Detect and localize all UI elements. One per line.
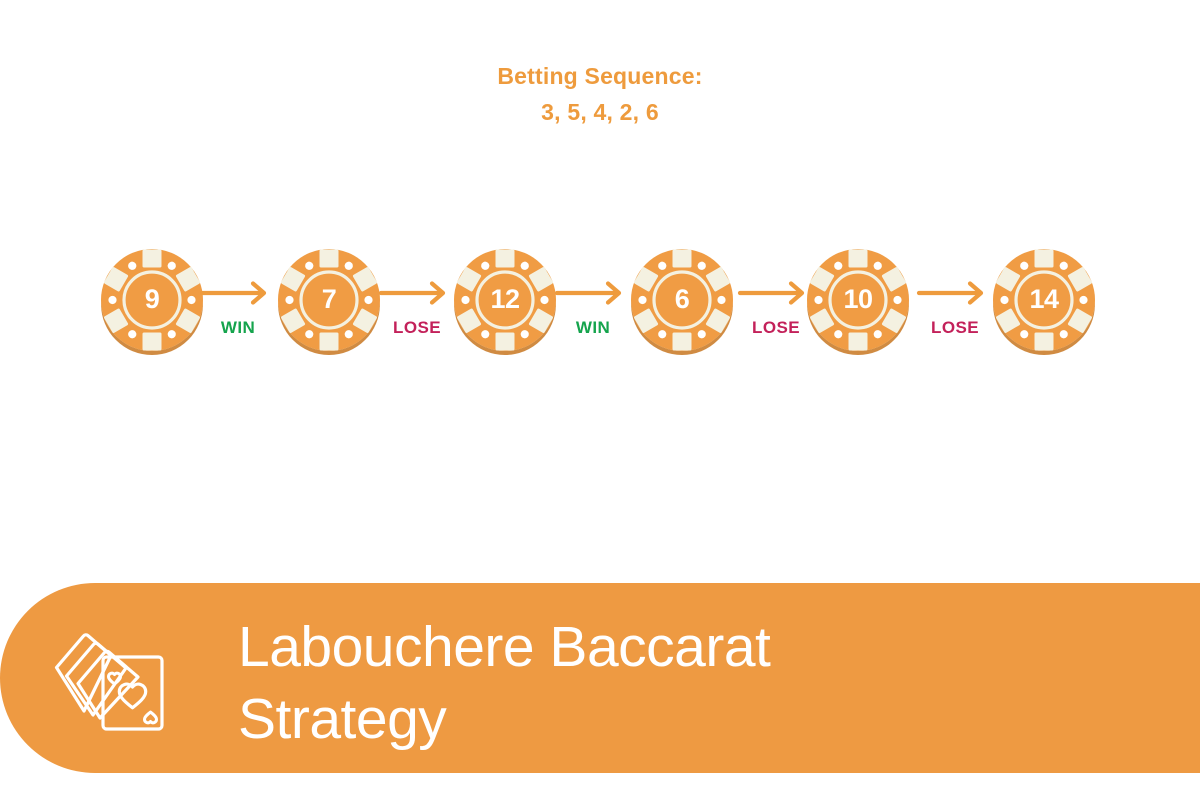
poker-chip: 7 [275,248,383,356]
sequence-step-win: WIN [553,280,633,338]
arrow-right-icon [378,281,446,305]
poker-chip-icon [454,249,556,355]
poker-chip-icon [631,249,733,355]
outcome-label: LOSE [931,318,979,337]
betting-sequence-label: Betting Sequence: [497,63,703,89]
betting-sequence-values: 3, 5, 4, 2, 6 [541,99,659,125]
betting-sequence-header: Betting Sequence: 3, 5, 4, 2, 6 [0,58,1200,130]
poker-chip-icon [278,249,380,355]
poker-chip: 10 [804,248,912,356]
arrow-right-icon [554,281,622,305]
poker-chip: 14 [990,248,1098,356]
outcome-label: WIN [575,318,611,337]
poker-chip-icon [807,249,909,355]
outcome-label: LOSE [393,318,441,337]
banner-page-title: Labouchere Baccarat Strategy [238,611,1138,755]
arrow-right-icon [199,281,267,305]
arrow-right-icon [737,281,805,305]
poker-chip-icon [993,249,1095,355]
outcome-label: WIN [220,318,256,337]
poker-chip: 6 [628,248,736,356]
banner-title-line-1: Labouchere Baccarat [238,615,771,679]
title-banner: Labouchere Baccarat Strategy [0,583,1200,773]
poker-chip-icon [101,249,203,355]
banner-title-line-2: Strategy [238,687,447,751]
arrow-right-icon [916,281,984,305]
playing-cards-ace-of-hearts-icon [48,619,172,743]
sequence-step-lose: LOSE [377,280,457,338]
poker-chip: 9 [98,248,206,356]
sequence-step-lose: LOSE [915,280,995,338]
sequence-step-win: WIN [198,280,278,338]
outcome-label: LOSE [752,318,800,337]
poker-chip: 12 [451,248,559,356]
sequence-step-lose: LOSE [736,280,816,338]
